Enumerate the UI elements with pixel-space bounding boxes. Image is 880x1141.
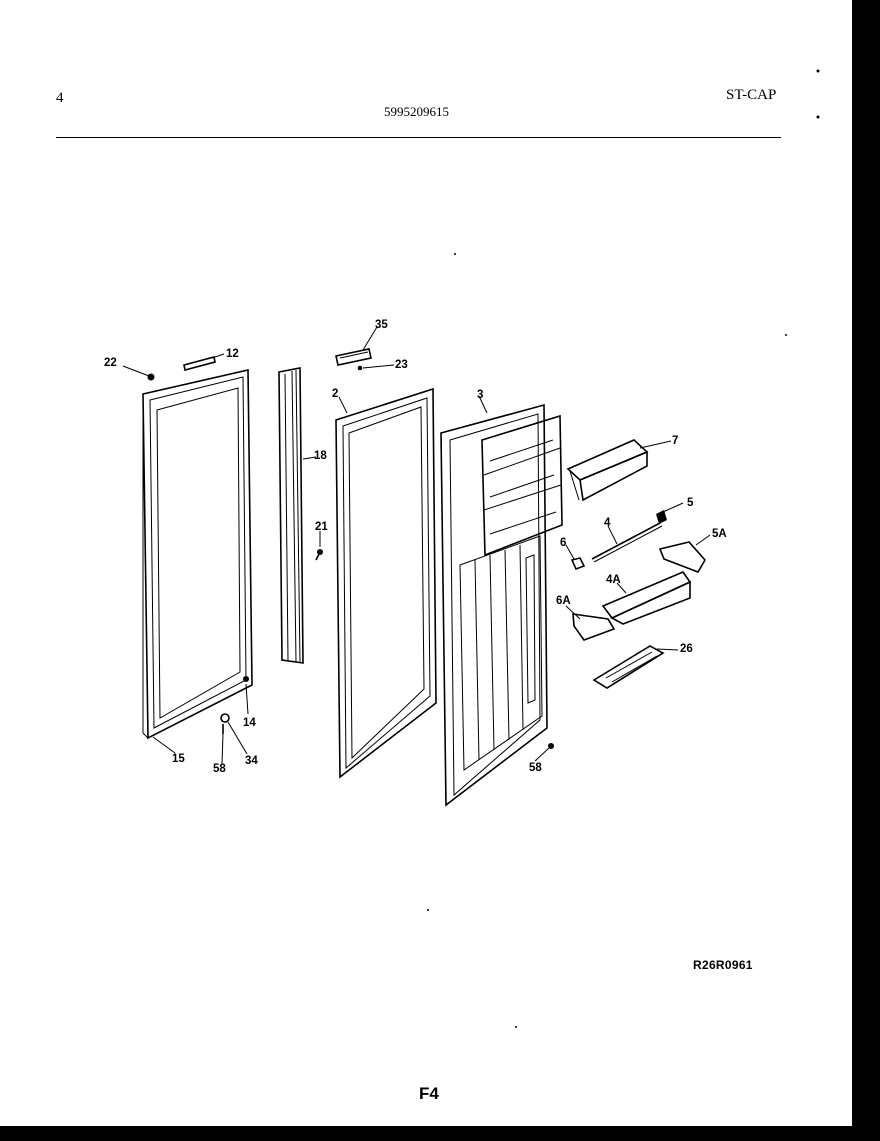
- callout-3: 3: [477, 389, 483, 401]
- callout-5a: 5A: [712, 528, 727, 540]
- callout-12: 12: [226, 348, 239, 360]
- shelf-end-6a: [572, 613, 616, 641]
- shelf-rod-4: [591, 522, 661, 560]
- screw-22: [147, 373, 155, 381]
- callout-58-right: 58: [529, 762, 542, 774]
- model-code: ST-CAP: [726, 87, 777, 103]
- callout-18: 18: [314, 450, 327, 462]
- figure-id: F4: [419, 1084, 439, 1103]
- door-gasket: [335, 387, 437, 779]
- callout-26: 26: [680, 643, 693, 655]
- callout-7: 7: [672, 435, 678, 447]
- callout-4a: 4A: [606, 574, 621, 586]
- screw-21: [315, 549, 323, 561]
- shelf-rod-4-shadow: [593, 525, 663, 563]
- callout-58-left: 58: [213, 763, 226, 775]
- callout-2: 2: [332, 388, 338, 400]
- dairy-door-7: [566, 439, 649, 502]
- hinge-34: [220, 713, 230, 723]
- scan-specks: [427, 69, 820, 1028]
- page-number: 4: [56, 90, 64, 106]
- callout-21: 21: [315, 521, 328, 533]
- egg-tray-26: [592, 645, 665, 689]
- rod-end-cap-5: [656, 510, 667, 524]
- handle-trim: [183, 356, 216, 371]
- callout-22: 22: [104, 357, 117, 369]
- callout-34: 34: [245, 755, 258, 767]
- callout-5: 5: [687, 497, 694, 509]
- shelf-end-5a: [658, 541, 706, 573]
- drawing-id: R26R0961: [693, 958, 753, 972]
- callout-23: 23: [395, 359, 408, 371]
- screw-58-right: [548, 743, 554, 749]
- hinge-35: [335, 348, 372, 366]
- callout-15: 15: [172, 753, 185, 765]
- callout-4: 4: [604, 517, 611, 529]
- door-handle-18: [278, 367, 304, 664]
- callout-35: 35: [375, 319, 388, 331]
- plug-14: [243, 676, 249, 682]
- callout-14: 14: [243, 717, 256, 729]
- inner-door-liner: [440, 403, 563, 807]
- exploded-parts-diagram: 22 12 35 23 2 3 7 5 4 5A 6 4A 6A 26 18 2…: [104, 69, 820, 1028]
- document-number: 5995209615: [384, 104, 449, 119]
- pin-23: [357, 365, 363, 371]
- callout-6: 6: [560, 537, 566, 549]
- header-rule: [56, 137, 781, 138]
- leader-lines: [122, 326, 711, 765]
- door-outer-frame: [142, 368, 253, 740]
- door-shelf-4a: [601, 571, 692, 625]
- knob-6: [570, 557, 586, 571]
- parts-sheet: 4 5995209615 ST-CAP: [0, 0, 852, 1126]
- callout-6a: 6A: [556, 595, 571, 607]
